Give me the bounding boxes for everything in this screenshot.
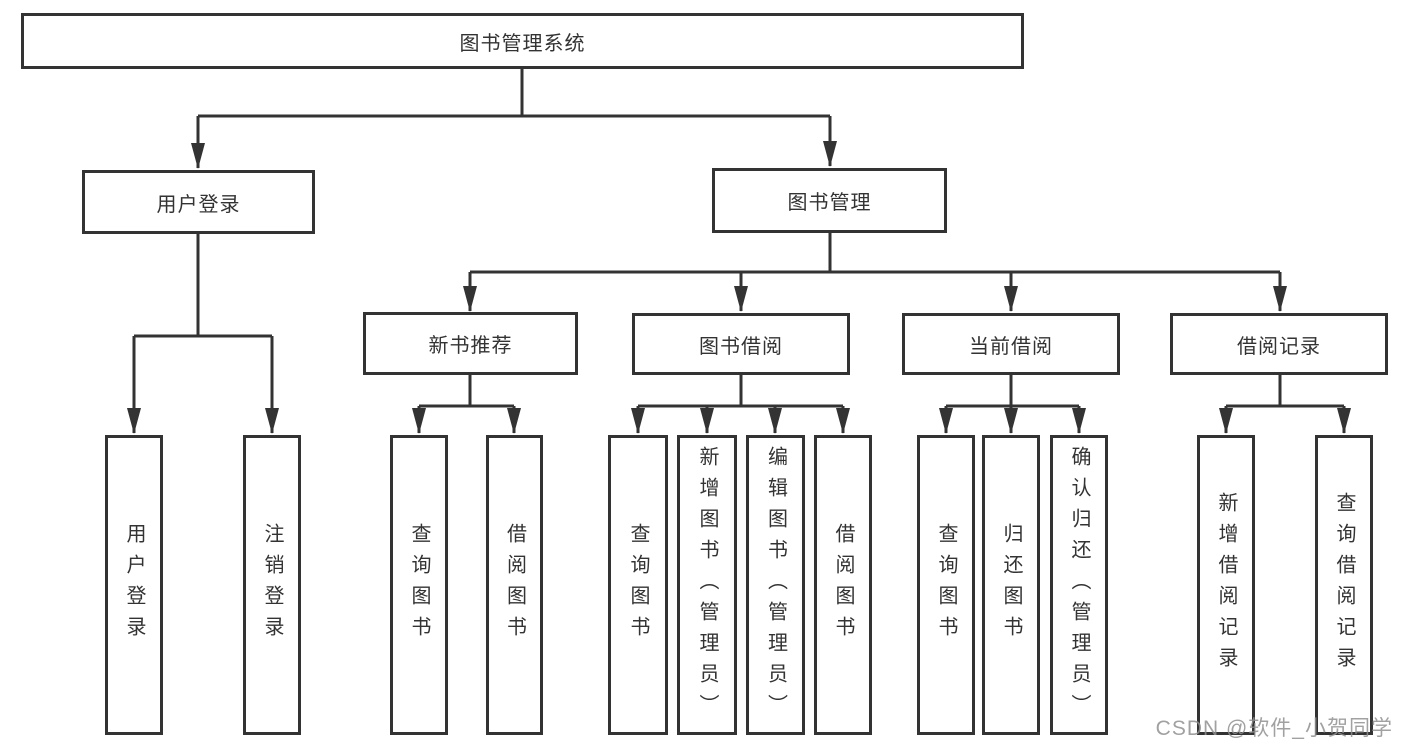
connector-strokes [127,66,1351,434]
node-root-system: 图书管理系统 [21,13,1024,69]
node-new-book-recommendation-label: 新书推荐 [428,335,513,357]
csdn-watermark: CSDN @软件_小贺同学 [1155,717,1393,740]
leaf-edit-books-admin: 编辑图书（管理员） [746,435,805,735]
leaf-user-login: 用户登录 [105,435,163,735]
leaf-current-query-books: 查询图书 [917,435,975,735]
leaf-borrowing-query-books-label: 查询图书 [627,523,649,647]
leaf-return-books: 归还图书 [982,435,1040,735]
node-book-management: 图书管理 [712,168,947,233]
leaf-borrow-books-label: 借阅图书 [832,523,854,647]
leaf-current-query-books-label: 查询图书 [935,523,957,647]
leaf-confirm-return-admin-label: 确认归还（管理员） [1068,445,1090,725]
node-user-login-label: 用户登录 [156,193,241,216]
node-root-system-label: 图书管理系统 [459,32,586,55]
node-new-book-recommendation: 新书推荐 [363,312,578,375]
leaf-borrow-books: 借阅图书 [814,435,872,735]
leaf-query-borrow-record-label: 查询借阅记录 [1333,492,1355,678]
leaf-return-books-label: 归还图书 [1000,523,1022,647]
node-book-management-label: 图书管理 [787,192,872,214]
node-user-login: 用户登录 [82,170,315,234]
leaf-recommend-borrow-books: 借阅图书 [486,435,543,735]
leaf-recommend-borrow-books-label: 借阅图书 [503,523,526,647]
leaf-query-borrow-record: 查询借阅记录 [1315,435,1373,735]
leaf-logout-label: 注销登录 [261,523,283,647]
leaf-confirm-return-admin: 确认归还（管理员） [1050,435,1108,735]
leaf-borrowing-query-books: 查询图书 [608,435,668,735]
leaf-add-borrow-record-label: 新增借阅记录 [1215,492,1237,678]
node-book-borrowing: 图书借阅 [632,313,850,375]
node-borrowing-records-label: 借阅记录 [1237,335,1321,358]
node-current-borrowing: 当前借阅 [902,313,1120,375]
node-current-borrowing-label: 当前借阅 [969,335,1053,358]
leaf-add-books-admin: 新增图书（管理员） [677,435,737,735]
node-borrowing-records: 借阅记录 [1170,313,1388,375]
leaf-edit-books-admin-label: 编辑图书（管理员） [764,445,787,725]
leaf-add-borrow-record: 新增借阅记录 [1197,435,1255,735]
leaf-add-books-admin-label: 新增图书（管理员） [696,445,718,725]
leaf-recommend-query-books-label: 查询图书 [408,523,430,647]
leaf-recommend-query-books: 查询图书 [390,435,448,735]
leaf-logout: 注销登录 [243,435,301,735]
node-book-borrowing-label: 图书借阅 [699,335,783,358]
leaf-user-login-label: 用户登录 [123,523,145,647]
